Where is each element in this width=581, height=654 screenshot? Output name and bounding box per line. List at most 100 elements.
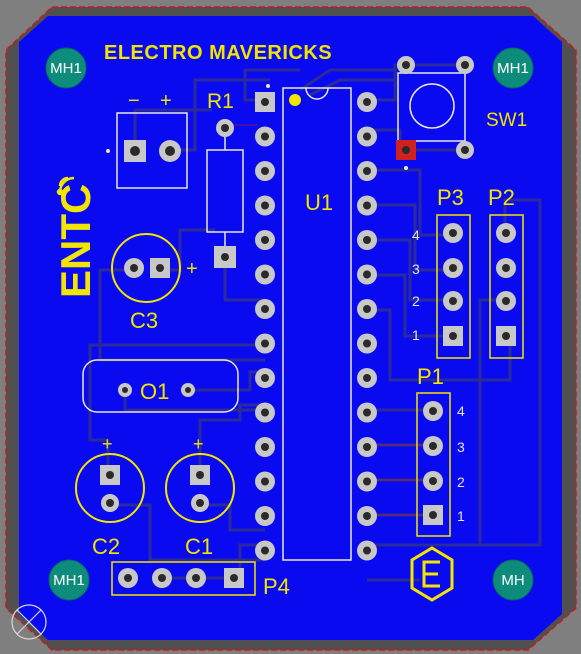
p2-pad: [496, 291, 516, 311]
p4-pad: [186, 568, 206, 588]
u1-pad: [357, 299, 377, 319]
p1-label: P1: [417, 364, 444, 389]
p3-label: P3: [437, 185, 464, 210]
u1-pad: [357, 161, 377, 181]
mounting-hole-label: MH: [501, 572, 524, 589]
p1-pad: [423, 505, 443, 525]
u1-pad: [255, 161, 275, 181]
entc-logo-text: ENTC: [52, 184, 99, 298]
c3-label: C3: [130, 308, 158, 333]
minus-label: −: [128, 90, 140, 112]
p1-pin-label: 3: [457, 439, 465, 455]
u1-pad: [357, 540, 377, 561]
mounting-hole-label: MH1: [53, 572, 85, 589]
u1-pad: [255, 402, 275, 423]
r1-label: R1: [207, 90, 234, 113]
capacitor-c2: + C2: [75, 434, 145, 559]
p4-pad: [118, 568, 138, 588]
header-p3: P3 4 3 2 1: [412, 185, 471, 359]
p1-pin-label: 1: [457, 508, 465, 524]
u1-label: U1: [305, 190, 333, 215]
u1-right-pins: [357, 92, 377, 561]
u1-pad: [357, 506, 377, 526]
u1-pad: [255, 540, 275, 561]
c3-plus: +: [186, 258, 198, 280]
u1-pad: [255, 506, 275, 526]
p1-pad: [423, 436, 443, 456]
u1-pad: [357, 437, 377, 457]
header-p2: P2: [488, 185, 524, 359]
board-title: ELECTRO MAVERICKS: [104, 42, 332, 64]
ic-u1: U1: [255, 84, 377, 561]
p3-pin-label: 2: [412, 293, 420, 309]
u1-pad: [255, 437, 275, 457]
u1-pad: [357, 195, 377, 216]
p1-pin-label: 2: [457, 474, 465, 490]
o1-label: O1: [140, 379, 169, 404]
p1-pins: [423, 401, 443, 525]
u1-left-pins: [255, 92, 275, 561]
u1-pad: [357, 92, 377, 112]
u1-pad: [357, 368, 377, 388]
u1-pad: [255, 230, 275, 250]
p1-pad: [423, 471, 443, 491]
u1-pad: [255, 92, 275, 112]
p4-pad: [224, 568, 244, 588]
plus-label: +: [160, 90, 172, 112]
u1-pad: [357, 230, 377, 250]
u1-pad: [255, 195, 275, 216]
u1-pad: [255, 333, 275, 354]
p3-pins: [443, 223, 463, 346]
c1-label: C1: [185, 534, 213, 559]
mounting-hole-bottom-right: MH: [492, 559, 534, 601]
p4-pins: [118, 568, 244, 588]
entc-logo: ENTC: [52, 176, 99, 298]
u1-pad: [255, 126, 275, 147]
p3-pad: [443, 258, 463, 278]
u1-pad: [357, 402, 377, 423]
capacitor-c3: + C3: [111, 233, 198, 333]
mounting-hole-label: MH1: [50, 60, 82, 77]
mounting-hole-top-left: MH1: [45, 47, 87, 89]
p2-pins: [496, 223, 516, 346]
wifi-icon: [56, 176, 75, 196]
mounting-hole-label: MH1: [497, 60, 529, 77]
header-p1: P1 4 3 2 1: [416, 364, 465, 537]
p2-label: P2: [488, 185, 515, 210]
p2-pad: [496, 223, 516, 243]
club-logo-icon: [410, 546, 454, 602]
mounting-hole-bottom-left: MH1: [48, 559, 90, 601]
resistor-r1: R1: [206, 90, 244, 268]
u1-pad: [357, 333, 377, 354]
p4-pad: [152, 568, 172, 588]
u1-pad: [357, 126, 377, 147]
power-connector: − +: [106, 90, 188, 189]
sw1-label: SW1: [486, 110, 527, 131]
c2-label: C2: [92, 534, 120, 559]
switch-sw1: SW1: [396, 56, 527, 170]
p2-pad: [496, 326, 516, 346]
mounting-hole-top-right: MH1: [492, 47, 534, 89]
header-p4: P4: [111, 561, 290, 599]
p3-pad: [443, 223, 463, 243]
u1-pad: [255, 368, 275, 388]
p3-pin-label: 3: [412, 261, 420, 277]
u1-pad: [357, 471, 377, 492]
p3-pad: [443, 326, 463, 346]
p1-pad: [423, 401, 443, 421]
p3-pin-label: 1: [412, 327, 420, 343]
u1-pad: [255, 264, 275, 285]
p1-pin-label: 4: [457, 403, 465, 419]
c2-plus: +: [102, 434, 113, 454]
capacitor-c1: + C1: [165, 434, 235, 559]
oscillator-o1: O1: [82, 359, 239, 413]
p3-pin-label: 4: [412, 227, 420, 243]
origin-marker-icon: [11, 604, 47, 640]
u1-pad: [255, 471, 275, 492]
p3-pad: [443, 291, 463, 311]
c1-plus: +: [193, 434, 204, 454]
u1-pad: [357, 264, 377, 285]
u1-pad: [255, 299, 275, 319]
p2-pad: [496, 258, 516, 278]
